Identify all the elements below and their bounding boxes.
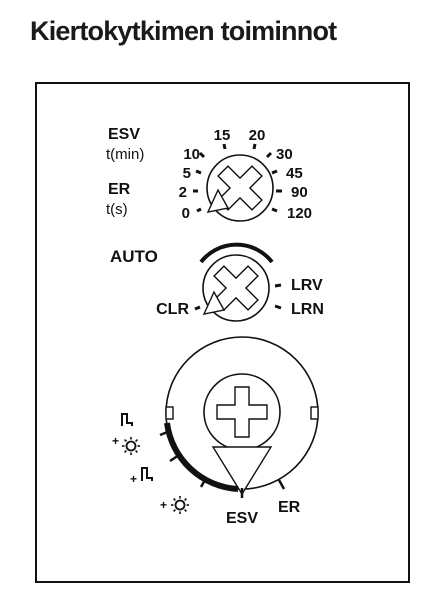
symbol-pulse-light-1: + [112,413,140,455]
mode-dial: ESV ER + + + [112,336,319,527]
auto-title: AUTO [110,247,158,266]
mode-label-esv: ESV [226,510,258,527]
timer-dial: ESV t(min) ER t(s) 10 5 2 0 15 20 30 45 … [106,126,312,222]
diagram-panel [35,82,410,583]
mode-pointer-icon [211,446,273,496]
mode-ticks [159,429,286,498]
mode-knob-cross-icon [216,386,268,438]
scale-30: 30 [276,146,293,163]
scale-45: 45 [286,165,303,182]
timer-pointer-icon [206,188,230,213]
pulse-icon [121,413,133,426]
mode-range-arc [164,422,239,492]
scale-120: 120 [287,205,312,222]
scale-10: 10 [183,146,200,163]
scale-2: 2 [179,184,187,201]
symbol-plus-3: + [160,498,167,512]
symbol-plus-2: + [130,472,137,486]
auto-dial: AUTO CLR LRV LRN [110,242,324,322]
mode-notch-left [165,406,174,420]
page-title: Kiertokytkimen toiminnot [30,16,337,46]
auto-label-clr: CLR [156,301,189,318]
auto-pointer-icon [202,290,226,315]
timer-mode-er: ER [108,181,131,198]
symbol-plus-1: + [112,434,119,448]
symbol-pulse-2: + [130,467,153,486]
timer-ticks [193,143,282,213]
timer-mode-esv: ESV [108,126,140,143]
symbol-light-3: + [160,496,189,514]
auto-label-lrv: LRV [291,277,323,294]
scale-0: 0 [182,205,190,222]
timer-knob-cross-icon [217,165,263,211]
sun-icon-2 [171,496,189,514]
auto-ticks [194,283,282,311]
mode-label-er: ER [278,499,301,516]
scale-20: 20 [249,127,266,144]
auto-label-lrn: LRN [291,301,324,318]
pulse-icon-2 [141,467,153,481]
scale-15: 15 [214,127,231,144]
timer-unit-er: t(s) [106,201,128,218]
sun-icon [122,437,140,455]
timer-unit-esv: t(min) [106,146,144,163]
mode-notch-right [310,406,319,420]
auto-range-arc [199,242,274,264]
scale-5: 5 [183,165,191,182]
scale-90: 90 [291,184,308,201]
